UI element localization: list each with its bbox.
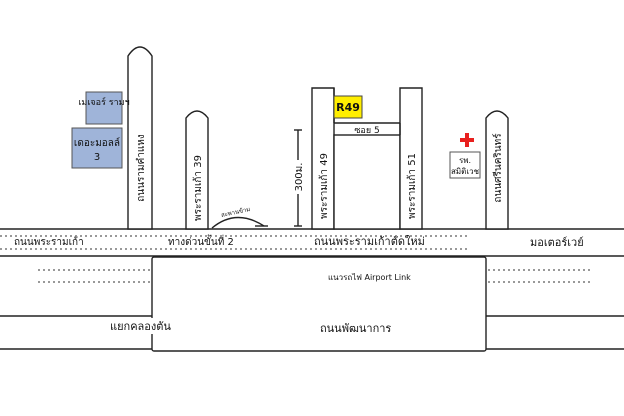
soi49-51-block [333, 134, 401, 230]
ramkhamhaeng-road [127, 46, 153, 230]
r49-marker-box [333, 95, 363, 119]
r49-marker-label: R49 [336, 101, 360, 114]
major-ramkhamhaeng-label: เมเจอร์ รามฯ [78, 96, 129, 108]
ramkhamhaeng-road-label: ถนนรามคำแหง [136, 134, 147, 202]
soi5-label: ซอย 5 [354, 126, 379, 136]
hospital-label-line2: สมิติเวช [451, 167, 480, 176]
distance-label-bg [290, 160, 306, 194]
phatthanakan-label-bg [316, 320, 416, 336]
rama9-soi39-label: พระรามเก้า 39 [192, 155, 204, 221]
rama9-road-label: ถนนพระรามเก้า [14, 236, 84, 248]
flyover-arc [211, 216, 265, 229]
expressway-exit-label: ทางด่วนขั้นที่ 2 [168, 234, 234, 248]
motorway-label: มอเตอร์เวย์ [530, 236, 584, 249]
rama9-soi51-label: พระรามเก้า 51 [406, 153, 418, 219]
srinakarin-road [485, 110, 509, 230]
rama9-soi49-label: พระรามเก้า 49 [318, 153, 330, 219]
airport-link-label-bg [322, 271, 442, 282]
phatthanakan-road-label: ถนนพัฒนาการ [320, 322, 391, 335]
khlong-tan-junction-label: แยกคลองตัน [110, 320, 171, 333]
the-mall-3-box [71, 127, 123, 169]
the-mall-3-label-line1: เดอะมอลล์ [74, 137, 120, 149]
distance-label: 300ม. [294, 163, 305, 192]
major-ramkhamhaeng-box [85, 91, 123, 125]
rama9-soi39-road [185, 110, 209, 230]
airport-link-label: แนวรถไฟ Airport Link [328, 273, 411, 282]
motorway-label-bg [526, 232, 598, 252]
srinakarin-road-label: ถนนศรีนครินทร์ [492, 133, 504, 203]
the-mall-3-label-line2: 3 [94, 152, 100, 163]
red-cross-icon [460, 133, 474, 147]
new-rama9-road-label: ถนนพระรามเก้าตัดใหม่ [314, 235, 425, 248]
khlong-tan-label-bg [106, 318, 166, 334]
hospital-box [449, 151, 481, 179]
hospital-label-line1: รพ. [459, 156, 471, 165]
